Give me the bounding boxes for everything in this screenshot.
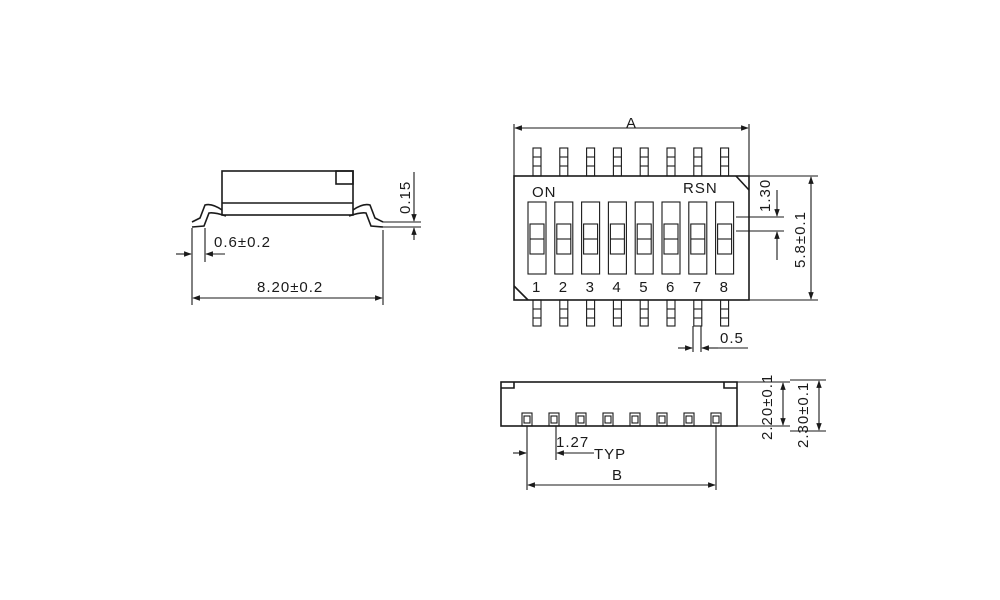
height-5-8-label: 5.8±0.1 — [792, 211, 809, 268]
width-a-label: A — [626, 115, 637, 132]
switch-number: 1 — [532, 279, 541, 296]
switch-slot — [688, 201, 708, 275]
front-pin — [710, 412, 722, 427]
on-label: ON — [532, 184, 557, 201]
front-view-body — [500, 381, 738, 427]
height-dimension: 0.15 — [383, 172, 421, 240]
lead-width-label: 0.6±0.2 — [214, 234, 271, 251]
switch-number: 7 — [693, 279, 702, 296]
top-pins — [532, 147, 730, 177]
top-pin — [639, 147, 649, 177]
front-pin — [629, 412, 641, 427]
bottom-pin — [639, 299, 649, 327]
top-pin — [693, 147, 703, 177]
overall-width-dimension: 8.20±0.2 — [191, 230, 384, 305]
top-pin — [559, 147, 569, 177]
switch-slots — [527, 201, 735, 275]
width-a-dimension: A — [513, 115, 750, 176]
bottom-pin — [693, 299, 703, 327]
typ-label: TYP — [594, 446, 626, 463]
total-height-dimension: 2.30±0.1 — [790, 379, 826, 448]
switch-number: 2 — [559, 279, 568, 296]
chamfer-label: 1.30 — [757, 179, 774, 212]
side-view-body — [221, 170, 354, 216]
length-b-label: B — [612, 467, 623, 484]
side-view-leads — [191, 203, 384, 228]
height-5-8-dimension: 5.8±0.1 — [749, 175, 818, 301]
bottom-pin — [532, 299, 542, 327]
lead-width-dimension: 0.6±0.2 — [176, 228, 271, 262]
top-pin — [532, 147, 542, 177]
bottom-pin — [612, 299, 622, 327]
front-pin — [575, 412, 587, 427]
bottom-pin — [559, 299, 569, 327]
body-height-dimension: 2.20±0.1 — [737, 374, 790, 440]
top-pin — [720, 147, 730, 177]
top-view-body — [513, 175, 750, 301]
top-pin — [666, 147, 676, 177]
switch-slot — [581, 201, 601, 275]
pitch-dimension: 1.27 TYP — [513, 426, 626, 463]
bottom-pins — [532, 299, 730, 327]
bottom-pin — [586, 299, 596, 327]
switch-number: 8 — [720, 279, 729, 296]
rsn-label: RSN — [683, 180, 718, 197]
side-view: 0.15 0.6±0.2 8.20±0.2 — [176, 170, 421, 305]
pin-width-label: 0.5 — [720, 330, 744, 347]
body-height-label: 2.20±0.1 — [759, 374, 776, 440]
front-pins — [521, 412, 722, 427]
front-view: 2.20±0.1 2.30±0.1 1.27 TYP B — [500, 374, 826, 490]
switch-slot — [715, 201, 735, 275]
top-pin — [612, 147, 622, 177]
front-pin — [548, 412, 560, 427]
switch-slot — [527, 201, 547, 275]
front-pin — [683, 412, 695, 427]
height-label: 0.15 — [397, 181, 414, 214]
switch-slot — [634, 201, 654, 275]
top-pin — [586, 147, 596, 177]
bottom-pin — [666, 299, 676, 327]
front-pin — [602, 412, 614, 427]
total-height-label: 2.30±0.1 — [795, 382, 812, 448]
pin-width-dimension: 0.5 — [678, 326, 748, 352]
front-pin — [521, 412, 533, 427]
pitch-label: 1.27 — [556, 434, 589, 451]
chamfer-dimension: 1.30 — [736, 179, 784, 260]
switch-number: 3 — [586, 279, 595, 296]
length-b-dimension: B — [526, 426, 717, 490]
switch-number: 6 — [666, 279, 675, 296]
switch-number: 5 — [639, 279, 648, 296]
front-pin — [656, 412, 668, 427]
switch-slot — [661, 201, 681, 275]
switch-number: 4 — [612, 279, 621, 296]
overall-width-label: 8.20±0.2 — [257, 279, 323, 296]
switch-slot — [607, 201, 627, 275]
bottom-pin — [720, 299, 730, 327]
switch-slot — [554, 201, 574, 275]
